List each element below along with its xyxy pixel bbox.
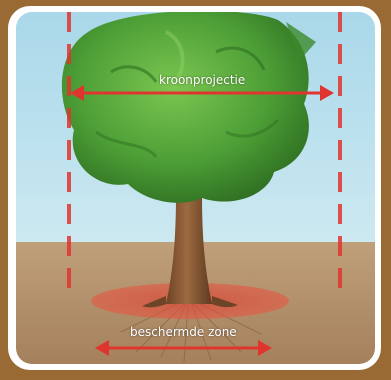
protected-zone-label: beschermde zone <box>130 325 237 339</box>
illustration: kroonprojectie beschermde zone <box>16 12 375 364</box>
crown-projection-label: kroonprojectie <box>159 73 245 87</box>
